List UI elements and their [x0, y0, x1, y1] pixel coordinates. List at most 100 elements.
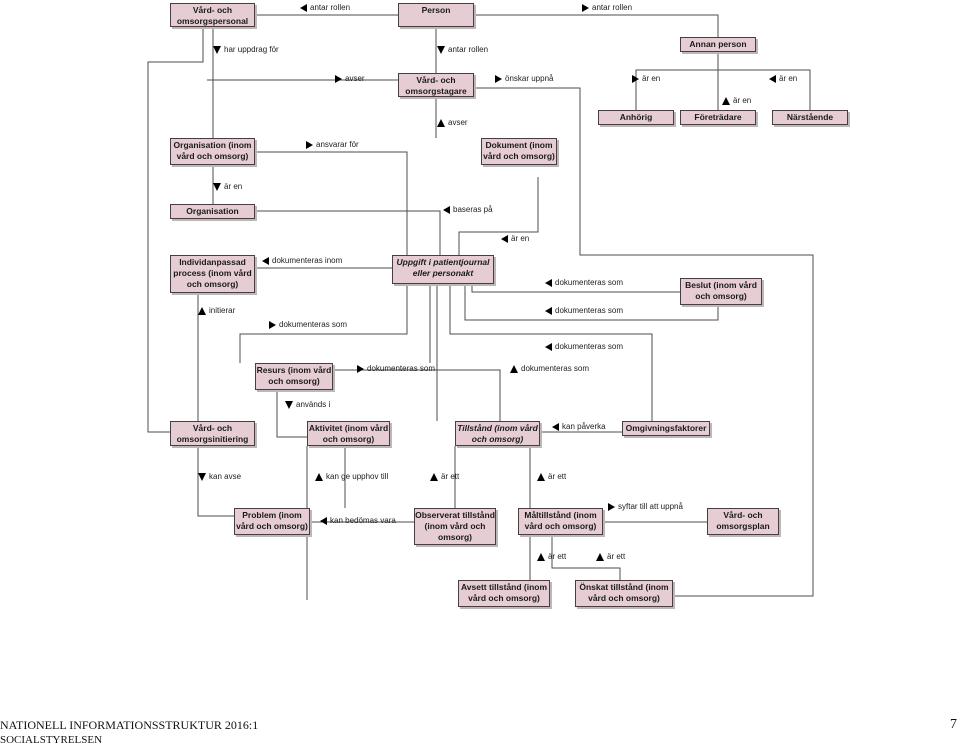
box-beslut[interactable]: Beslut (inom vård och omsorg) [680, 278, 762, 305]
arrow-right-icon [306, 140, 313, 149]
label-ar-en: är en [213, 182, 242, 192]
arrow-left-icon [545, 278, 552, 287]
box-foretradare[interactable]: Företrädare [680, 110, 756, 125]
box-narstaende[interactable]: Närstående [772, 110, 848, 125]
box-text: Vård- och [416, 75, 456, 85]
page-number: 7 [950, 717, 957, 732]
label-ar-en: är en [632, 74, 660, 84]
footer-publisher: SOCIALSTYRELSEN [0, 734, 103, 746]
box-problem[interactable]: Problem (inom vård och omsorg) [234, 508, 310, 535]
box-text: omsorg) [438, 532, 472, 542]
box-person[interactable]: Person [398, 3, 474, 27]
box-malltillstand[interactable]: Måltillstånd (inom vård och omsorg) [518, 508, 603, 535]
box-text: omsorgsplan [716, 521, 770, 531]
label-ar-en: är en [501, 234, 529, 244]
label-dokumenteras-som: dokumenteras som [269, 320, 347, 330]
box-aktivitet[interactable]: Aktivitet (inom vård och omsorg) [307, 421, 390, 446]
box-organisation[interactable]: Organisation [170, 204, 255, 219]
arrow-left-icon [262, 256, 269, 265]
label-initierar: initierar [198, 306, 235, 316]
arrow-left-icon [769, 74, 776, 83]
label-ar-ett: är ett [537, 552, 566, 562]
box-text: Organisation (inom [173, 140, 252, 150]
box-organisation-inom[interactable]: Organisation (inom vård och omsorg) [170, 138, 255, 165]
box-text: och omsorg) [186, 279, 239, 289]
box-anhorig[interactable]: Anhörig [598, 110, 674, 125]
label-anvands-i: används i [285, 400, 330, 410]
box-text: vård och omsorg) [236, 521, 308, 531]
arrow-left-icon [501, 234, 508, 243]
arrow-right-icon [269, 320, 276, 329]
label-kan-ge-upphov-till: kan ge upphov till [315, 472, 388, 482]
label-avser: avser [335, 74, 365, 84]
label-har-uppdrag-for: har uppdrag för [213, 45, 279, 55]
box-text: och omsorg) [322, 434, 375, 444]
box-vard-omsorgsinitiering[interactable]: Vård- och omsorgsinitiering [170, 421, 255, 446]
arrow-left-icon [300, 3, 307, 12]
box-text: vård och omsorg) [524, 521, 597, 531]
box-text: Önskat tillstånd (inom [579, 582, 669, 592]
arrow-up-icon [537, 472, 545, 481]
box-text: omsorgsinitiering [176, 434, 249, 444]
box-text: Uppgift i patientjournal [396, 257, 490, 267]
label-ar-ett: är ett [537, 472, 566, 482]
label-dokumenteras-som: dokumenteras som [545, 306, 623, 316]
box-text: Vård- och [192, 5, 233, 15]
box-text: Individanpassad [179, 257, 246, 267]
label-kan-avse: kan avse [198, 472, 241, 482]
label-dokumenteras-som: dokumenteras som [357, 364, 435, 374]
arrow-up-icon [430, 472, 438, 481]
arrow-down-icon [285, 400, 293, 409]
box-omgivningsfaktorer[interactable]: Omgivningsfaktorer [622, 421, 710, 436]
label-dokumenteras-inom: dokumenteras inom [262, 256, 342, 266]
label-syftar-till-att-uppna: syftar till att uppnå [608, 502, 683, 512]
box-text: omsorgspersonal [176, 16, 249, 26]
box-avsett-tillstand[interactable]: Avsett tillstånd (inom vård och omsorg) [458, 580, 550, 607]
arrow-right-icon [582, 3, 589, 12]
arrow-down-icon [213, 182, 221, 191]
box-uppgift-patientjournal[interactable]: Uppgift i patientjournal eller personakt [392, 255, 494, 284]
box-text: vård och omsorg) [468, 593, 540, 603]
box-annan-person[interactable]: Annan person [680, 37, 756, 52]
box-text: eller personakt [412, 268, 474, 278]
label-baseras-pa: baseras på [443, 205, 493, 215]
label-kan-paverka: kan påverka [552, 422, 606, 432]
box-vard-omsorgspersonal[interactable]: Vård- och omsorgspersonal [170, 3, 255, 27]
box-text: Annan person [689, 39, 747, 49]
box-text: Beslut (inom vård [685, 280, 757, 290]
box-text: och omsorg) [695, 291, 747, 301]
box-onskat-tillstand[interactable]: Önskat tillstånd (inom vård och omsorg) [575, 580, 673, 607]
label-antar-rollen: antar rollen [300, 3, 350, 13]
box-text: Observerat tillstånd [415, 510, 495, 520]
box-vard-omsorgsplan[interactable]: Vård- och omsorgsplan [707, 508, 779, 535]
arrow-down-icon [198, 472, 206, 481]
box-text: process (inom vård [173, 268, 252, 278]
arrow-down-icon [437, 45, 445, 54]
arrow-up-icon [437, 118, 445, 127]
box-text: Organisation [186, 206, 239, 216]
box-dokument[interactable]: Dokument (inom vård och omsorg) [481, 138, 557, 165]
box-text: Avsett tillstånd (inom [460, 582, 548, 592]
box-vard-omsorgstagare[interactable]: Vård- och omsorgstagare [398, 73, 474, 97]
arrow-left-icon [552, 422, 559, 431]
box-text: och omsorg) [471, 434, 524, 444]
arrow-left-icon [545, 342, 552, 351]
box-text: Omgivningsfaktorer [625, 423, 707, 433]
label-ar-ett: är ett [430, 472, 459, 482]
box-individanpassad-process[interactable]: Individanpassad process (inom vård och o… [170, 255, 255, 293]
box-text: Närstående [786, 112, 834, 122]
label-antar-rollen: antar rollen [582, 3, 632, 13]
box-tillstand[interactable]: Tillstånd (inom vård och omsorg) [455, 421, 540, 446]
arrow-up-icon [537, 552, 545, 561]
box-text: vård och omsorg) [483, 151, 555, 161]
box-text: Måltillstånd (inom [524, 510, 597, 520]
box-resurs[interactable]: Resurs (inom vård och omsorg) [255, 363, 333, 390]
arrow-up-icon [596, 552, 604, 561]
label-antar-rollen: antar rollen [437, 45, 488, 55]
arrow-up-icon [198, 306, 206, 315]
box-text: Dokument (inom [485, 140, 553, 150]
arrow-right-icon [357, 364, 364, 373]
arrow-left-icon [545, 306, 552, 315]
arrow-up-icon [510, 364, 518, 373]
box-observerat-tillstand[interactable]: Observerat tillstånd (inom vård och omso… [414, 508, 496, 545]
